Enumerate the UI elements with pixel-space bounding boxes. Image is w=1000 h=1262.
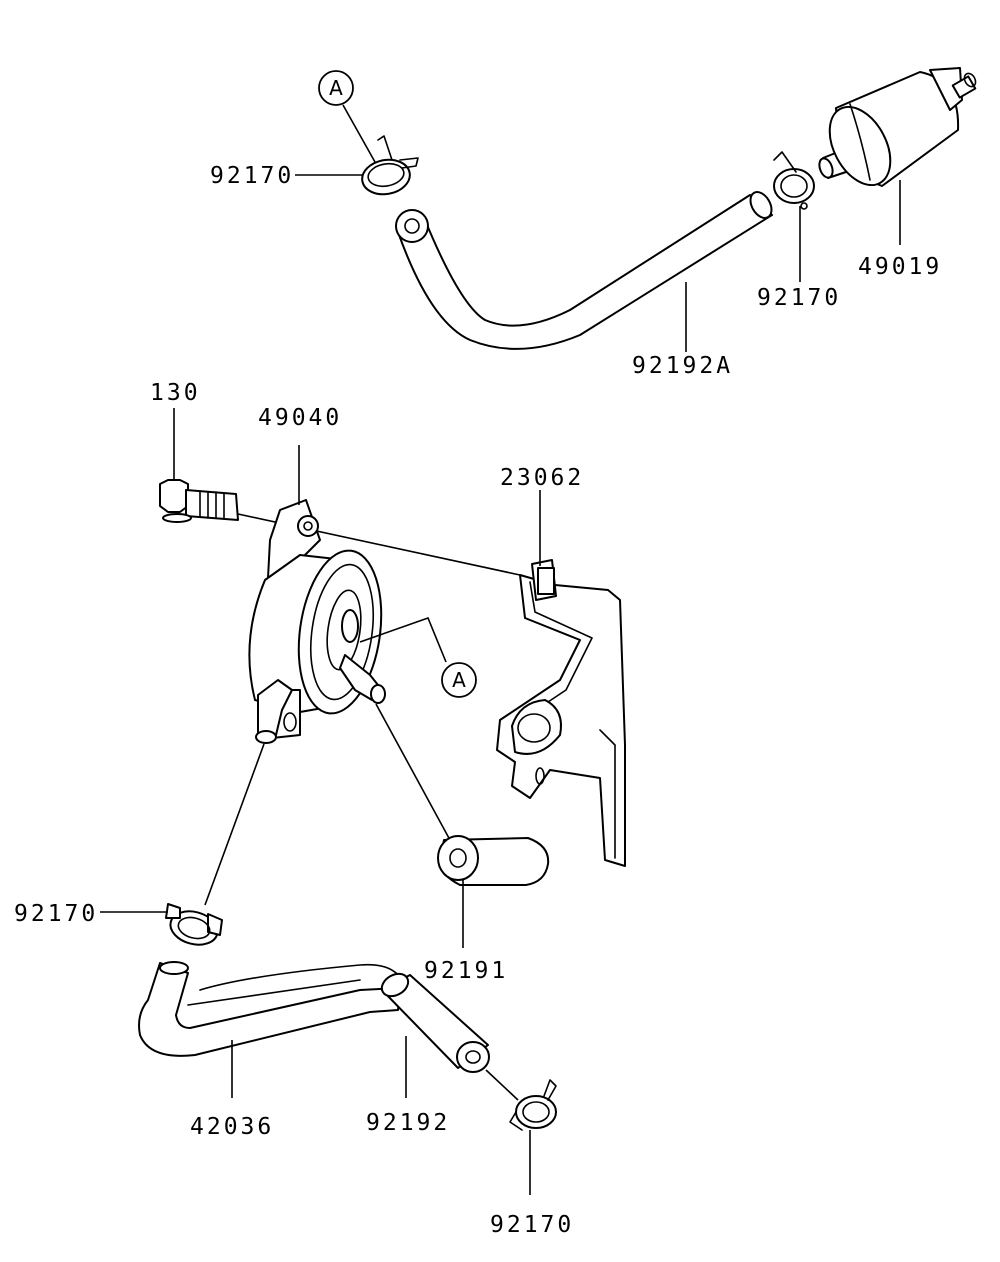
callout-filter: 49019: [858, 254, 942, 280]
hose-92192: [380, 972, 490, 1073]
reference-marker-top: A: [318, 70, 376, 163]
fuel-filter: [818, 67, 977, 187]
hose-clamp-top-right: [773, 151, 815, 210]
hose-cap: [375, 703, 550, 886]
fuel-pump: [248, 499, 386, 744]
mounting-bracket: [496, 559, 626, 867]
hose-clamp-top-left: [361, 135, 419, 196]
callout-pipe: 42036: [190, 1114, 274, 1140]
callout-clamp-bottom: 92170: [490, 1212, 574, 1238]
callout-clamp-mid-left: 92170: [14, 901, 98, 927]
callout-clamp-top-left: 92170: [210, 163, 294, 189]
callout-pump: 49040: [258, 405, 342, 431]
flange-bolt: [159, 479, 239, 523]
callout-bracket: 23062: [500, 465, 584, 491]
reference-label-middle: A: [452, 668, 466, 692]
reference-marker-middle: A: [359, 616, 477, 698]
callout-clamp-top-right: 92170: [757, 285, 841, 311]
callout-bolt: 130: [150, 380, 201, 406]
hose-92192a: [395, 191, 773, 350]
callout-hose-bottom: 92192: [366, 1110, 450, 1136]
hose-clamp-mid-left: [165, 903, 223, 946]
reference-label-top: A: [329, 76, 343, 100]
callout-cap: 92191: [424, 958, 508, 984]
fuel-pipe: [138, 961, 406, 1057]
callout-hose-top: 92192A: [632, 353, 733, 379]
hose-clamp-bottom: [509, 1079, 557, 1131]
